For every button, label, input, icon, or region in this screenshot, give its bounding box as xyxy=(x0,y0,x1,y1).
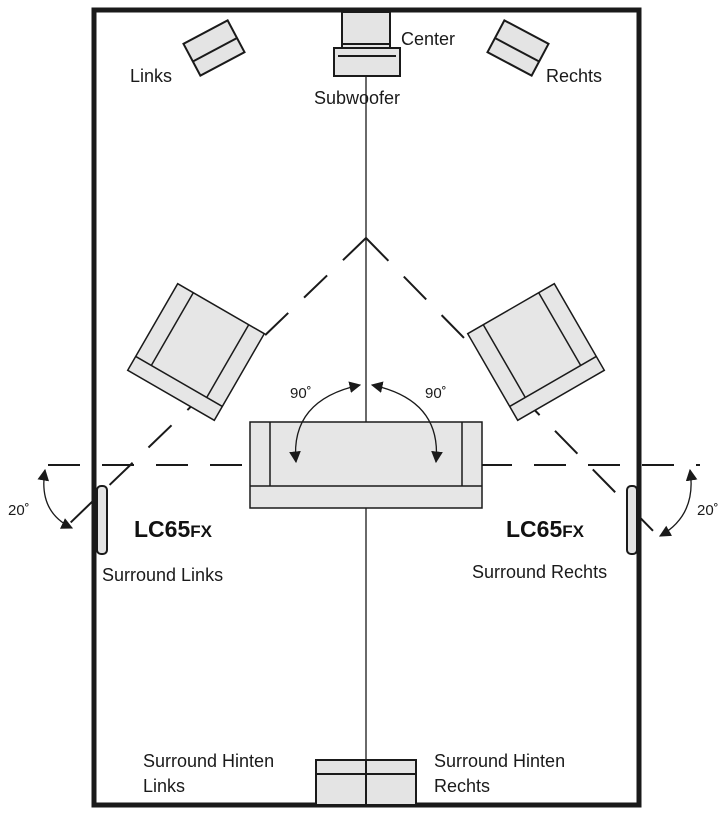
sight-line-left xyxy=(67,237,367,526)
center-speaker xyxy=(341,11,391,49)
label-rear-left-line2: Links xyxy=(143,776,185,796)
model-label-right: LC65FX xyxy=(506,516,585,542)
model-right-suffix: FX xyxy=(562,522,584,541)
label-surround-right: Surround Rechts xyxy=(472,562,607,582)
label-angle-left: 90˚ xyxy=(290,385,312,402)
front-left-speaker xyxy=(182,19,246,77)
label-center: Center xyxy=(401,29,455,49)
front-right-speaker xyxy=(486,19,550,77)
model-left-main: LC65 xyxy=(134,516,190,542)
label-front-left: Links xyxy=(130,66,172,86)
label-subwoofer: Subwoofer xyxy=(314,88,400,108)
label-rear-right-line1: Surround Hinten xyxy=(434,751,565,771)
model-left-suffix: FX xyxy=(190,522,212,541)
armchair-right xyxy=(466,282,606,422)
sight-line-right xyxy=(365,237,663,541)
label-angle-right: 90˚ xyxy=(425,385,447,402)
model-label-left: LC65FX xyxy=(134,516,213,542)
label-rear-left-line1: Surround Hinten xyxy=(143,751,274,771)
surround-left-speaker xyxy=(96,485,108,555)
subwoofer-speaker xyxy=(333,47,401,77)
tilt-arc-right xyxy=(658,468,698,537)
surround-right-speaker xyxy=(626,485,638,555)
label-tilt-left: 20˚ xyxy=(8,502,30,519)
armchair-left xyxy=(126,282,266,422)
label-tilt-right: 20˚ xyxy=(697,502,719,519)
rear-speakers xyxy=(315,759,417,806)
sofa xyxy=(249,421,483,509)
label-rear-right-line2: Rechts xyxy=(434,776,490,796)
angle-arc-right xyxy=(370,381,443,464)
model-right-main: LC65 xyxy=(506,516,562,542)
tilt-arc-left xyxy=(37,468,74,529)
label-surround-left: Surround Links xyxy=(102,565,223,585)
angle-arc-left xyxy=(289,381,362,464)
label-front-right: Rechts xyxy=(546,66,602,86)
